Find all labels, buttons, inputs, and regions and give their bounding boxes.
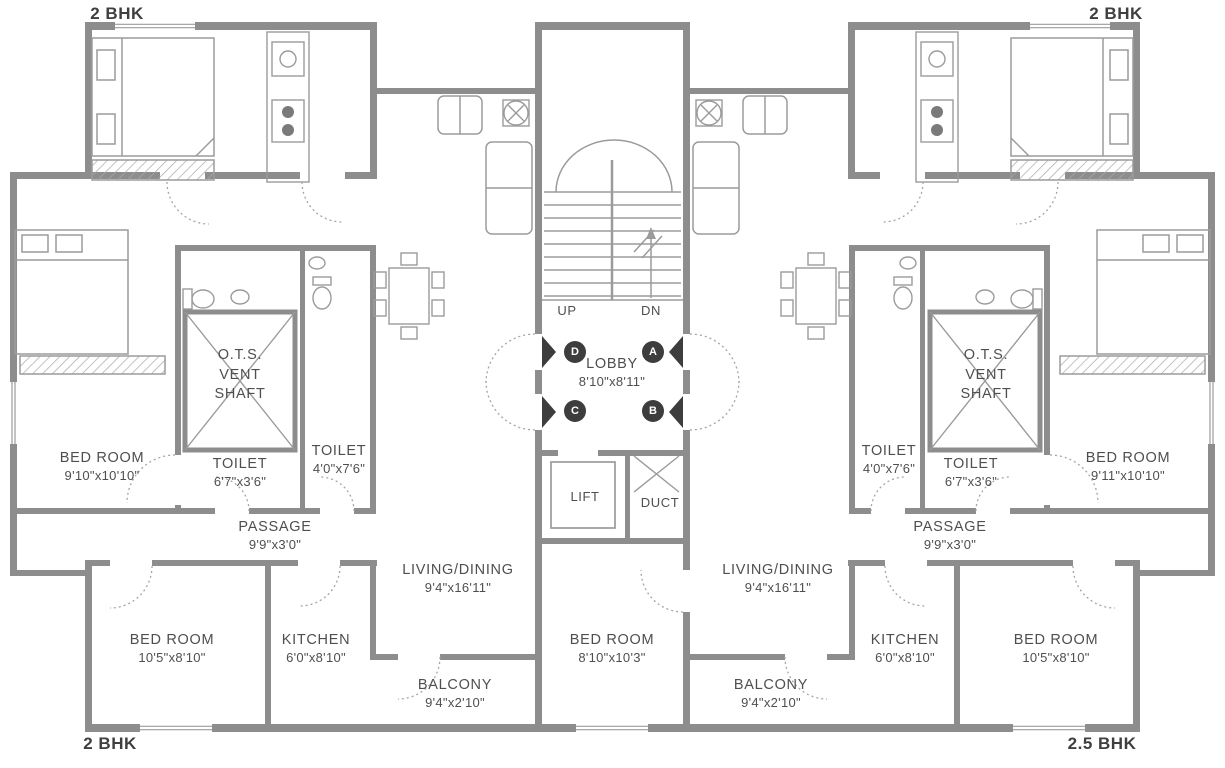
vent-shaft-label-right: O.T.S. VENT SHAFT: [960, 347, 1012, 403]
stairs-dn-label: DN: [641, 303, 661, 318]
door-marker-c: C: [564, 400, 586, 422]
windows: [10, 22, 1215, 732]
room-label-bedroom-left-main: BED ROOM 9'10"x10'10": [59, 450, 145, 483]
dining-table-icon-left: [373, 252, 445, 340]
walls-layer: [10, 22, 1215, 732]
vent-shaft-left-icon: [182, 309, 298, 453]
room-label-passage-right: PASSAGE 9'9"x3'0": [913, 519, 987, 552]
bed-icon-left: [14, 229, 166, 375]
room-label-balcony-right: BALCONY 9'4"x2'10": [733, 677, 809, 710]
vent-shaft-right-icon: [927, 309, 1043, 453]
sofa-icon-left: [437, 95, 533, 235]
door-marker-d: D: [564, 341, 586, 363]
room-label-living-right: LIVING/DINING 9'4"x16'11": [722, 562, 834, 595]
room-label-toilet2-left: TOILET 4'0"x7'6": [311, 443, 367, 476]
unit-label-top-right: 2 BHK: [1089, 4, 1143, 23]
dining-table-icon-right: [780, 252, 852, 340]
room-label-bedroom-center: BED ROOM 8'10"x10'3": [569, 632, 655, 665]
toilet-fixtures-right: [893, 256, 1043, 310]
room-label-kitchen-left: KITCHEN 6'0"x8'10": [281, 632, 351, 665]
room-label-toilet1-left: TOILET 6'7"x3'6": [212, 456, 268, 489]
lift-label: LIFT: [570, 489, 600, 504]
room-label-kitchen-right: KITCHEN 6'0"x8'10": [870, 632, 940, 665]
bed-icon-right: [1059, 229, 1211, 375]
lift-box: [550, 461, 616, 529]
room-label-living-left: LIVING/DINING 9'4"x16'11": [402, 562, 514, 595]
duct-label: DUCT: [640, 495, 680, 510]
unit-label-top-left: 2 BHK: [90, 4, 144, 23]
door-marker-a: A: [642, 341, 664, 363]
kitchen-counter-icon-left: [266, 31, 310, 183]
bed-icon-top-right: [1010, 37, 1134, 181]
room-label-bedroom2-right: BED ROOM 10'5"x8'10": [1013, 632, 1099, 665]
door-marker-b: B: [642, 400, 664, 422]
unit-label-bottom-right: 2.5 BHK: [1067, 734, 1137, 753]
door-swing-arcs: [109, 181, 1116, 700]
sofa-icon-right: [692, 95, 788, 235]
ceiling-fan-icon-right: [695, 99, 723, 127]
unit-label-bottom-left: 2 BHK: [83, 734, 137, 753]
stairs: [542, 139, 683, 301]
stairs-up-label: UP: [557, 303, 577, 318]
room-label-bedroom2-left: BED ROOM 10'5"x8'10": [129, 632, 215, 665]
lobby-door-leaves: [542, 336, 683, 428]
room-label-balcony-left: BALCONY 9'4"x2'10": [417, 677, 493, 710]
toilet-fixtures-left: [182, 256, 332, 310]
lobby-label: LOBBY 8'10"x8'11": [578, 356, 646, 389]
room-label-toilet2-right: TOILET 4'0"x7'6": [861, 443, 917, 476]
room-label-toilet1-right: TOILET 6'7"x3'6": [943, 456, 999, 489]
bed-icon-top-left: [91, 37, 215, 181]
duct-x-icon: [633, 455, 680, 493]
room-label-bedroom-right-main: BED ROOM 9'11"x10'10": [1085, 450, 1171, 483]
kitchen-counter-icon-right: [915, 31, 959, 183]
ceiling-fan-icon-left: [502, 99, 530, 127]
room-label-passage-left: PASSAGE 9'9"x3'0": [238, 519, 312, 552]
vent-shaft-label-left: O.T.S. VENT SHAFT: [214, 347, 266, 403]
